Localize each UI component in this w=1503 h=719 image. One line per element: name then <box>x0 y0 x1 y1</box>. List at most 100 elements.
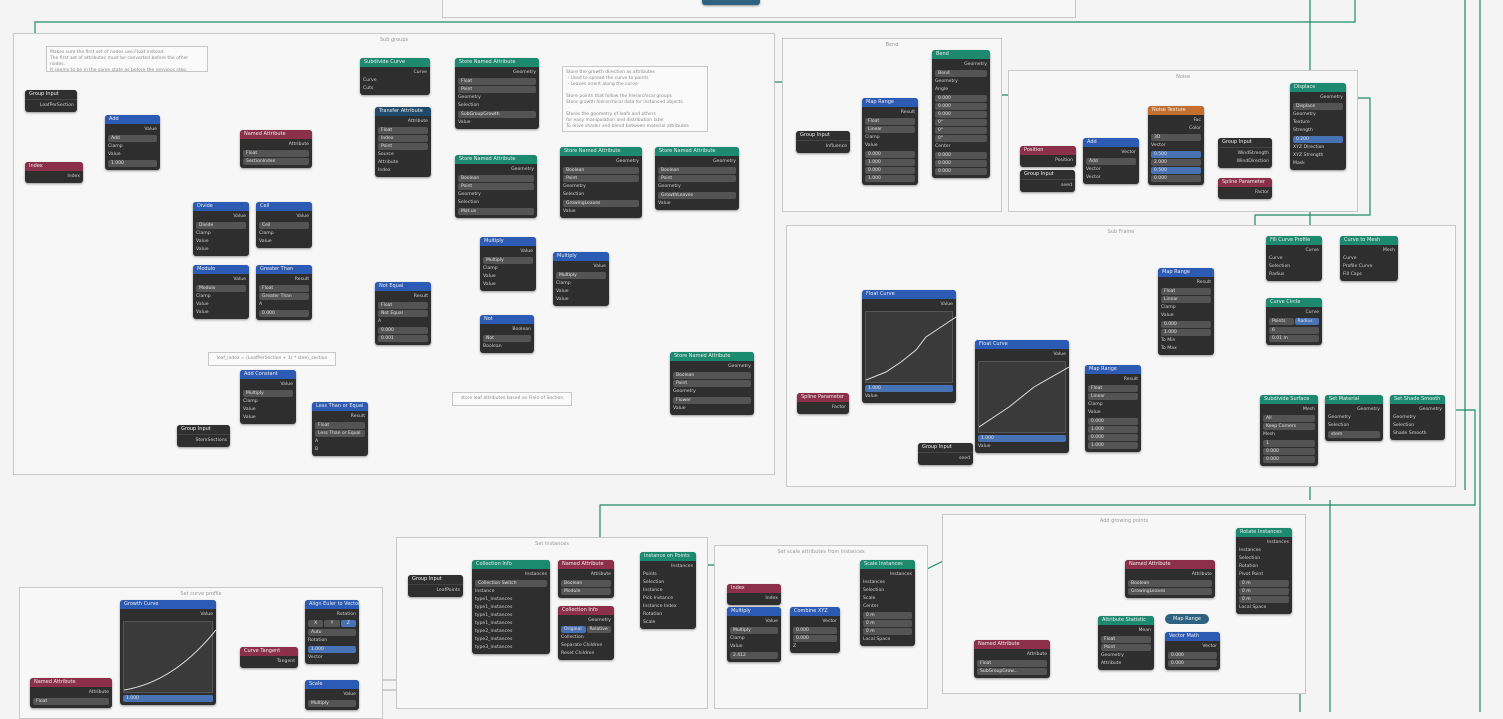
name-field[interactable]: GrowthLeaves <box>658 192 736 199</box>
output-socket[interactable]: Geometry <box>728 364 751 369</box>
clamp-checkbox[interactable]: Clamp <box>556 281 571 286</box>
factor-field[interactable]: 1.000 <box>978 435 1066 442</box>
b-field[interactable]: 0.000 <box>259 310 309 317</box>
output-socket[interactable]: Fac <box>1193 118 1201 123</box>
input-socket[interactable]: Collection <box>561 635 584 640</box>
operation-dropdown[interactable]: Multiply <box>556 272 606 279</box>
output-socket[interactable]: Instances <box>671 564 693 569</box>
output-socket[interactable]: Attribute <box>288 142 309 147</box>
type-dropdown[interactable]: Float <box>977 660 1047 667</box>
from-min-field[interactable]: 0.000 <box>865 151 915 158</box>
y-field[interactable]: 0.000 <box>793 635 837 642</box>
input-socket[interactable]: Selection <box>1269 264 1291 269</box>
input-socket[interactable]: Value <box>483 282 496 287</box>
spline-parameter-node[interactable]: Spline Parameter Factor <box>1218 178 1272 199</box>
mode-dropdown[interactable]: Bend <box>935 70 987 77</box>
float-curve-node[interactable]: Growth Curve Value 1.000 <box>120 600 216 705</box>
output-socket[interactable]: Mesh <box>1302 407 1315 412</box>
input-socket[interactable]: Geometry <box>935 79 958 84</box>
input-socket[interactable]: Value <box>1088 410 1101 415</box>
input-socket[interactable]: Value <box>556 297 569 302</box>
compare-node[interactable]: Less Than or Equal Result Float Less Tha… <box>312 402 368 456</box>
input-socket[interactable]: Geometry <box>658 184 681 189</box>
center-field[interactable]: 0.000 <box>935 168 987 175</box>
collection-row[interactable]: type1_instances <box>475 613 513 618</box>
input-socket[interactable]: Cuts <box>363 86 374 91</box>
named-attribute-node[interactable]: Named Attribute Attribute Float SectionI… <box>240 130 312 168</box>
output-socket[interactable]: Attribute <box>1191 572 1212 577</box>
name-field[interactable]: SubGroupGrow... <box>977 668 1047 675</box>
type-dropdown[interactable]: Float <box>378 127 428 134</box>
output-socket[interactable]: Geometry <box>964 62 987 67</box>
input-socket[interactable]: Selection <box>643 580 665 585</box>
operation-dropdown[interactable]: Multiply <box>243 390 293 397</box>
curve-tangent-node[interactable]: Curve Tangent Tangent <box>240 647 298 668</box>
store-named-attribute-node[interactable]: Store Named Attribute Geometry Boolean P… <box>560 147 642 218</box>
attribute-statistic-node[interactable]: Attribute Statistic Mean Float Point Geo… <box>1098 616 1154 670</box>
axis-y-button[interactable]: Y <box>324 620 340 627</box>
clamp-checkbox[interactable]: Clamp <box>483 266 498 271</box>
pivot-field[interactable]: 0 m <box>1239 596 1289 603</box>
output-socket[interactable]: Geometry <box>713 159 736 164</box>
map-range-node[interactable]: Map Range Result Float Linear Clamp Valu… <box>1158 268 1214 355</box>
mode-radius-button[interactable]: Radius <box>1294 318 1319 325</box>
greater-than-node[interactable]: Greater Than Result Float Greater Than A… <box>256 265 312 320</box>
domain-dropdown[interactable]: Point <box>563 175 639 182</box>
interpolation-dropdown[interactable]: Linear <box>1088 393 1138 400</box>
pivot-dropdown[interactable]: Auto <box>308 629 356 636</box>
group-input-node[interactable]: Group Input seed <box>918 443 973 465</box>
operation-dropdown[interactable]: Not Equal <box>378 310 428 317</box>
collection-row[interactable]: type2_instances <box>475 637 513 642</box>
clamp-checkbox[interactable]: Clamp <box>196 294 211 299</box>
output-socket[interactable]: Curve <box>1305 310 1319 315</box>
input-socket[interactable]: Value <box>196 247 209 252</box>
type-dropdown[interactable]: Boolean <box>458 175 534 182</box>
input-socket[interactable]: Points <box>643 572 657 577</box>
input-socket[interactable]: Pivot Point <box>1239 572 1264 577</box>
output-socket[interactable]: Geometry <box>1320 95 1343 100</box>
multiply-node[interactable]: Multiply Value Multiply Clamp Value Valu… <box>480 237 536 291</box>
output-socket[interactable]: Attribute <box>1026 652 1047 657</box>
input-socket[interactable]: Rotation <box>643 612 663 617</box>
input-socket[interactable]: Value <box>108 152 121 157</box>
from-max-field[interactable]: 1.000 <box>1088 426 1138 433</box>
input-socket[interactable]: Value <box>673 406 686 411</box>
top-strip-node[interactable] <box>702 0 760 5</box>
type-dropdown[interactable]: Boolean <box>1128 580 1212 587</box>
named-attribute-node[interactable]: Named Attribute Attribute Float SubGroup… <box>974 640 1050 678</box>
axis-field[interactable]: 0.000 <box>935 111 987 118</box>
output-socket[interactable]: Rotation <box>336 612 356 617</box>
group-input-socket[interactable]: WindDirection <box>1236 159 1269 164</box>
input-socket[interactable]: Center <box>863 604 879 609</box>
transfer-attribute-node[interactable]: Transfer Attribute Attribute Float Index… <box>375 107 431 177</box>
operation-dropdown[interactable]: Modulo <box>196 285 246 292</box>
name-field[interactable]: SectionIndex <box>243 158 309 165</box>
factor-field[interactable]: 1.000 <box>123 695 213 702</box>
not-node[interactable]: Not Boolean Not Boolean <box>480 315 534 353</box>
axis-x-button[interactable]: X <box>308 620 324 627</box>
input-socket[interactable]: XYZ Strength <box>1293 153 1324 158</box>
type-dropdown[interactable]: Float <box>1088 385 1138 392</box>
domain-dropdown[interactable]: Point <box>458 86 536 93</box>
named-attribute-node[interactable]: Named Attribute Attribute Boolean Growin… <box>1125 560 1215 598</box>
input-socket[interactable]: Geometry <box>1328 415 1351 420</box>
output-socket[interactable]: Result <box>1123 377 1138 382</box>
name-field[interactable]: Module <box>561 588 611 595</box>
operation-dropdown[interactable]: Add <box>108 135 157 142</box>
to-max-field[interactable]: 1.000 <box>865 175 915 182</box>
input-socket[interactable]: Rotation <box>1239 564 1259 569</box>
align-euler-node[interactable]: Align Euler to Vector Rotation X Y Z Aut… <box>305 600 359 664</box>
fill-curve-profile-node[interactable]: Fill Curve Profile Curve Curve Selection… <box>1266 236 1322 281</box>
named-attribute-node[interactable]: Named Attribute Attribute Boolean Module <box>558 560 614 598</box>
instance-on-points-node[interactable]: Instance on Points Instances Points Sele… <box>640 552 696 629</box>
value-field[interactable]: 0.000 <box>1168 652 1217 659</box>
from-max-field[interactable]: 1.000 <box>865 159 915 166</box>
b-field[interactable]: 0.000 <box>378 327 428 334</box>
value-field[interactable]: 1.000 <box>108 160 157 167</box>
subdivide-curve-node[interactable]: Subdivide Curve Curve Curve Cuts <box>360 58 430 95</box>
set-material-node[interactable]: Set Material Geometry Geometry Selection… <box>1325 395 1383 441</box>
map-range-collapsed-node[interactable]: Map Range <box>1165 614 1209 624</box>
collection-info-node[interactable]: Collection Info Geometry Original Relati… <box>558 606 614 660</box>
to-min-field[interactable]: 0.000 <box>1088 434 1138 441</box>
not-equal-node[interactable]: Not Equal Result Float Not Equal A 0.000… <box>375 282 431 345</box>
